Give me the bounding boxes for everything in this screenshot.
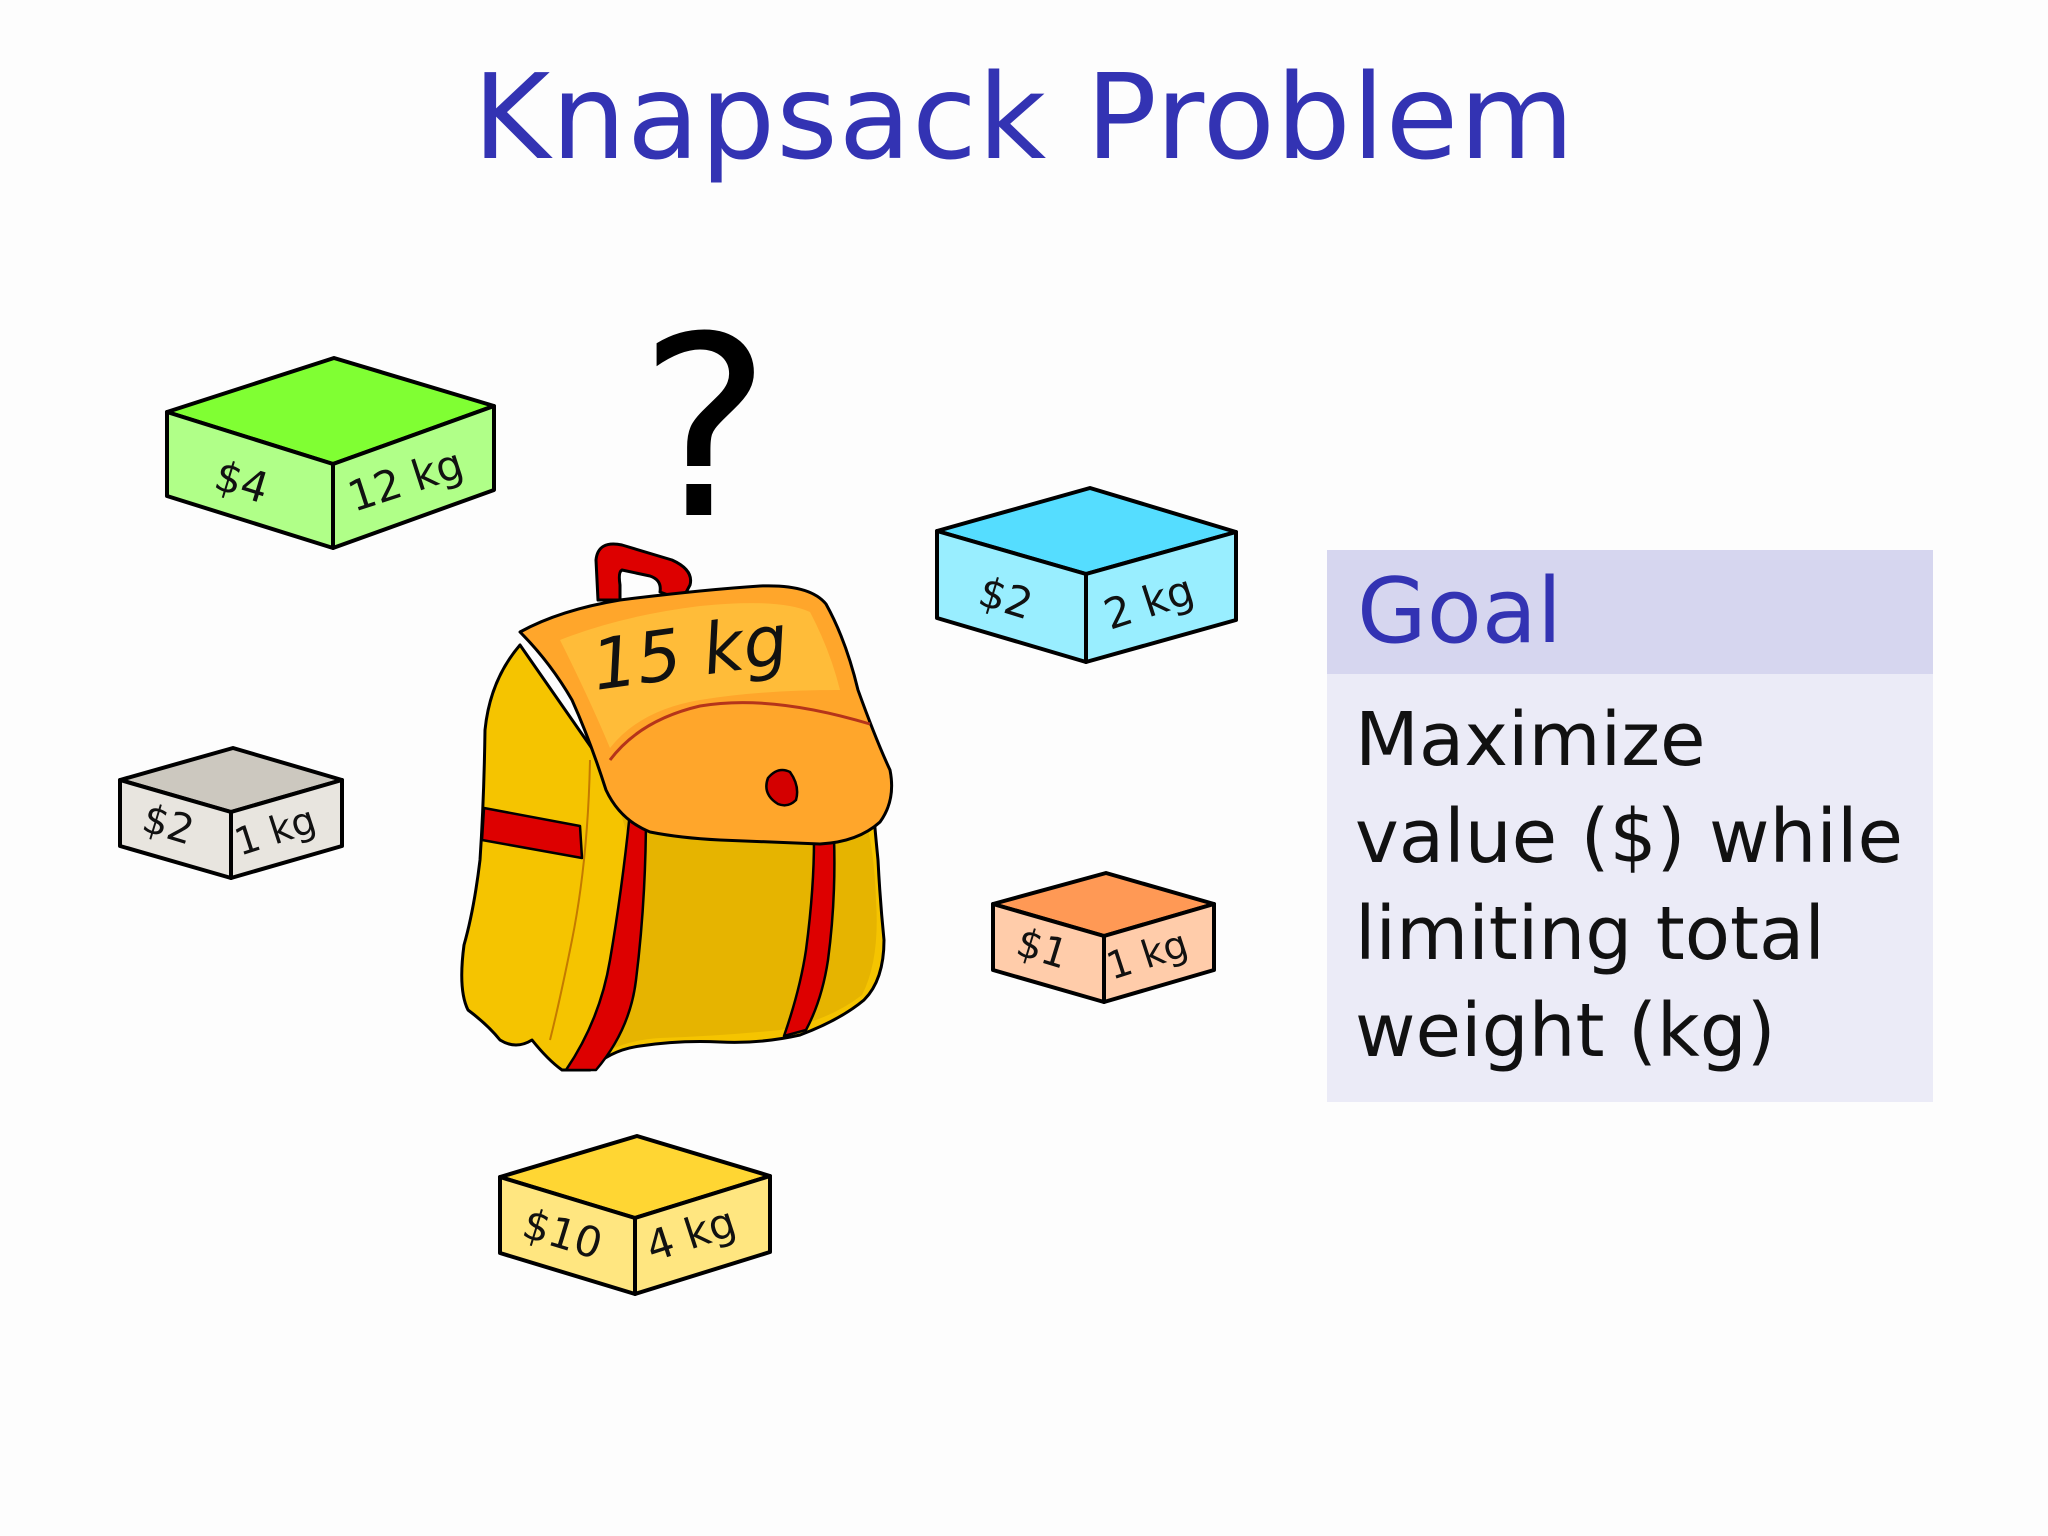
knapsack-flap-highlight <box>560 603 840 748</box>
knapsack-icon: 15 kg <box>460 542 894 1072</box>
item-box-yellow-side <box>633 1174 772 1296</box>
goal-body: Maximize value ($) while limiting total … <box>1327 674 1933 1080</box>
knapsack-seam <box>549 759 591 1041</box>
item-box-blue-side <box>1084 530 1238 664</box>
knapsack-left-strap <box>480 806 584 860</box>
knapsack-clasp <box>765 768 799 807</box>
goal-block: Goal Maximize value ($) while limiting t… <box>1327 550 1933 1102</box>
knapsack-right-strap <box>782 836 836 1038</box>
goal-line: Maximize <box>1355 697 1706 783</box>
question-mark: ? <box>639 283 772 574</box>
item-box-yellow: $10 4 kg <box>498 1134 772 1296</box>
item-box-gray: $2 1 kg <box>118 746 344 880</box>
goal-line: value ($) while <box>1355 794 1904 880</box>
knapsack-flap-stitch <box>608 701 871 761</box>
item-box-orange: $1 1 kg <box>991 871 1216 1004</box>
goal-line: limiting total <box>1355 891 1825 977</box>
item-box-green: $4 12 kg <box>165 356 496 550</box>
item-box-orange-side <box>1102 902 1216 1004</box>
item-box-green-side <box>331 404 496 550</box>
goal-line: weight (kg) <box>1355 988 1776 1074</box>
slide-title: Knapsack Problem <box>472 48 1576 186</box>
item-box-blue: $2 2 kg <box>935 486 1238 664</box>
item-box-gray-side <box>229 778 344 880</box>
goal-heading: Goal <box>1327 550 1933 674</box>
knapsack-center-strap <box>564 810 648 1072</box>
